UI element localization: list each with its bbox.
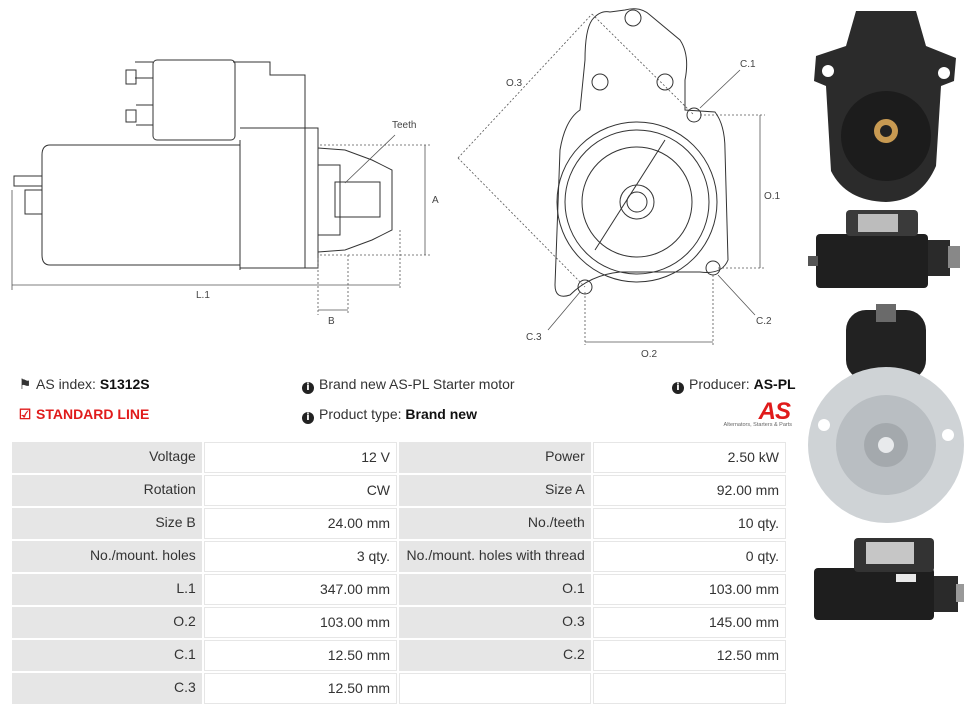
spec-label: O.2 [12, 607, 202, 638]
spec-label: L.1 [12, 574, 202, 605]
spec-value: 92.00 mm [592, 475, 786, 506]
dim-o1-label: O.1 [764, 191, 781, 202]
spec-label: O.1 [399, 574, 591, 605]
spec-value: 347.00 mm [203, 574, 398, 605]
dim-o3-label: O.3 [506, 78, 523, 89]
spec-label: O.3 [399, 607, 591, 638]
spec-label: Power [399, 442, 591, 473]
spec-value: 103.00 mm [592, 574, 786, 605]
spec-label [399, 673, 591, 704]
info-icon: i [302, 382, 314, 394]
spec-value: 12.50 mm [203, 673, 398, 704]
spec-value: 12 V [203, 442, 398, 473]
spec-label: Voltage [12, 442, 202, 473]
tag-icon: ⚑ [18, 376, 32, 392]
product-photo-side [808, 210, 960, 288]
spec-value: 10 qty. [592, 508, 786, 539]
spec-label: No./mount. holes with thread [399, 541, 591, 572]
product-type-value: Brand new [405, 406, 477, 422]
spec-label: No./mount. holes [12, 541, 202, 572]
producer-value: AS-PL [753, 376, 796, 392]
product-photo-side-2 [814, 538, 964, 620]
product-photo-rear [808, 304, 964, 523]
spec-label: C.3 [12, 673, 202, 704]
as-index: ⚑AS index: S1312S [18, 376, 150, 392]
spec-value: 0 qty. [592, 541, 786, 572]
spec-value: 12.50 mm [592, 640, 786, 671]
spec-value: 12.50 mm [203, 640, 398, 671]
spec-value [592, 673, 786, 704]
spec-label: Size A [399, 475, 591, 506]
spec-label: Rotation [12, 475, 202, 506]
dim-l1-label: L.1 [196, 290, 210, 301]
spec-value: 103.00 mm [203, 607, 398, 638]
as-pl-logo: AS Alternators, Starters & Parts [723, 398, 792, 428]
dim-a-label: A [432, 195, 439, 206]
technical-drawing: Teeth A L.1 B O.3 C.1 O.1 C.2 C.3 O.2 [11, 8, 781, 360]
dim-c3-label: C.3 [526, 332, 542, 343]
dim-o2-label: O.2 [641, 349, 658, 360]
info-icon: i [302, 412, 314, 424]
standard-line-badge: ☑STANDARD LINE [18, 406, 150, 422]
dim-c2-label: C.2 [756, 316, 772, 327]
info-icon: i [672, 382, 684, 394]
spec-label: Size B [12, 508, 202, 539]
spec-label: No./teeth [399, 508, 591, 539]
dim-b-label: B [328, 316, 335, 327]
spec-label: C.2 [399, 640, 591, 671]
spec-value: CW [203, 475, 398, 506]
teeth-label: Teeth [392, 120, 416, 131]
spec-value: 2.50 kW [592, 442, 786, 473]
checkbox-icon: ☑ [18, 406, 32, 422]
dim-c1-label: C.1 [740, 59, 756, 70]
spec-value: 24.00 mm [203, 508, 398, 539]
product-photo-front [814, 11, 956, 202]
spec-value: 145.00 mm [592, 607, 786, 638]
as-index-value: S1312S [99, 376, 150, 392]
spec-value: 3 qty. [203, 541, 398, 572]
spec-label: C.1 [12, 640, 202, 671]
